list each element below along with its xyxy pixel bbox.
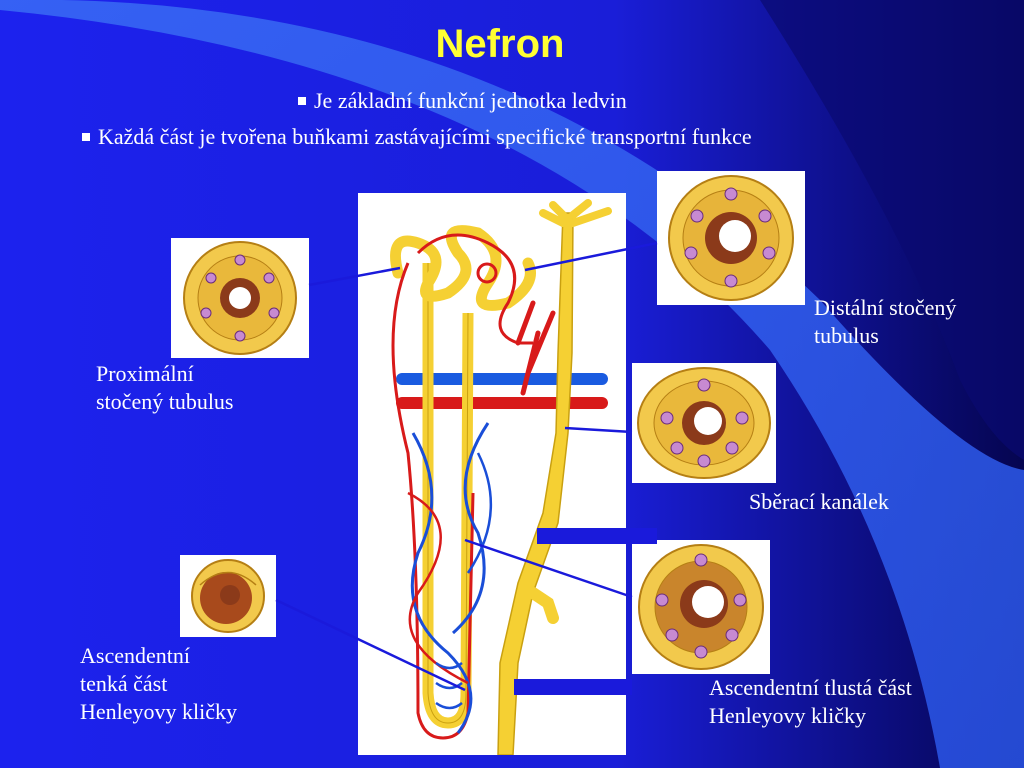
label-thin-line-3: Henleyovy kličky — [80, 699, 238, 724]
label-distal-line-1: Distální stočený — [814, 295, 957, 320]
thin-ascending-section — [180, 555, 276, 637]
thick-ascending-section — [632, 540, 770, 674]
label-proximal-line-1: Proximální — [96, 361, 194, 386]
bullet-1: Je základní funkční jednotka ledvin — [298, 88, 627, 114]
label-thick-ascending: Ascendentní tlustá část Henleyovy kličky — [709, 674, 912, 730]
label-thin-line-1: Ascendentní — [80, 643, 190, 668]
label-proximal-line-2: stočený tubulus — [96, 389, 234, 414]
bullet-2-text: Každá část je tvořena buňkami zastávajíc… — [98, 124, 752, 149]
label-thick-line-2: Henleyovy kličky — [709, 703, 867, 728]
label-thin-ascending: Ascendentní tenká část Henleyovy kličky — [80, 642, 237, 726]
label-thin-line-2: tenká část — [80, 671, 168, 696]
slide-title: Nefron — [435, 22, 565, 66]
label-collecting-duct: Sběrací kanálek — [749, 488, 889, 516]
label-distal-tubule: Distální stočený tubulus — [814, 294, 956, 350]
distal-tubule-section — [657, 171, 805, 305]
label-collecting-line-1: Sběrací kanálek — [749, 489, 889, 514]
label-thick-line-1: Ascendentní tlustá část — [709, 675, 912, 700]
collecting-duct-section — [632, 363, 776, 483]
bullet-2: Každá část je tvořena buňkami zastávajíc… — [82, 124, 752, 150]
nephron-illustration — [358, 193, 626, 755]
bullet-square-icon — [298, 96, 306, 105]
bullet-1-text: Je základní funkční jednotka ledvin — [314, 88, 627, 113]
label-proximal-tubule: Proximální stočený tubulus — [96, 360, 234, 416]
label-distal-line-2: tubulus — [814, 323, 879, 348]
bullet-square-icon — [82, 132, 90, 141]
proximal-tubule-section — [171, 238, 309, 358]
